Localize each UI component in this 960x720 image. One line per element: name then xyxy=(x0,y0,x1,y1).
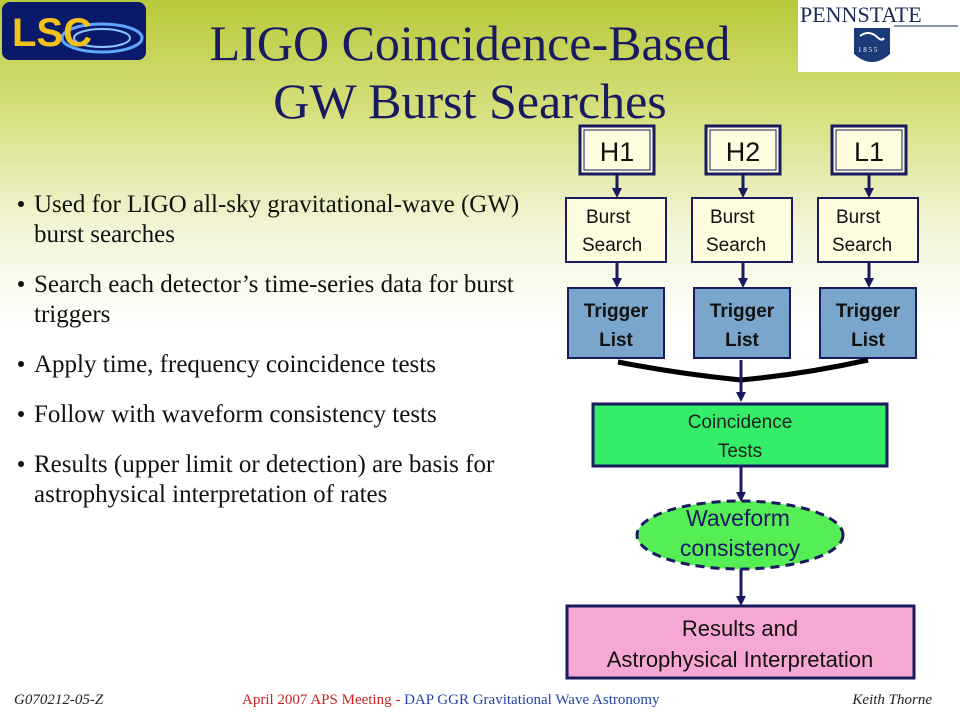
slide-title: LIGO Coincidence-Based GW Burst Searches xyxy=(150,14,790,130)
footer-meeting-part2: DAP GGR Gravitational Wave Astronomy xyxy=(404,692,660,708)
bullet-dot-icon xyxy=(18,281,24,287)
results-box: Results and Astrophysical Interpretation xyxy=(565,604,916,680)
results-label: Results and xyxy=(682,616,798,641)
burst-search-label: Search xyxy=(832,235,892,256)
burst-search-label: Burst xyxy=(836,207,881,228)
detector-box-h2: H2 xyxy=(704,124,782,176)
trigger-list-label: Trigger xyxy=(584,301,649,322)
penn-state-logo: PENNSTATE 1 8 5 5 xyxy=(798,0,960,72)
bullet-text: Follow with waveform consistency tests xyxy=(34,401,437,428)
footer-document-id: G070212-05-Z xyxy=(14,692,104,708)
waveform-consistency-ellipse: Waveform consistency xyxy=(635,499,845,571)
detector-box-l1: L1 xyxy=(830,124,908,176)
bullet-item: Used for LIGO all-sky gravitational-wave… xyxy=(16,190,524,250)
trigger-list-box-h1: Trigger List xyxy=(567,287,665,359)
burst-search-box-l1: Burst Search xyxy=(817,197,919,263)
trigger-list-label: Trigger xyxy=(710,301,775,322)
coincidence-tests-box: Coincidence Tests xyxy=(591,402,889,468)
slide-footer: G070212-05-Z April 2007 APS Meeting - DA… xyxy=(0,692,960,716)
slide-title-line-1: LIGO Coincidence-Based xyxy=(209,15,731,71)
waveform-label: Waveform xyxy=(686,505,790,531)
merge-curve xyxy=(617,357,869,383)
coincidence-label: Coincidence xyxy=(688,412,793,433)
bullet-dot-icon xyxy=(18,201,24,207)
bullet-item: Results (upper limit or detection) are b… xyxy=(16,450,554,510)
detector-label-h2: H2 xyxy=(726,137,761,167)
burst-search-label: Search xyxy=(582,235,642,256)
penn-state-logo-year: 1 8 5 5 xyxy=(858,46,878,54)
trigger-list-box-l1: Trigger List xyxy=(819,287,917,359)
bullet-text: Results (upper limit or detection) are b… xyxy=(34,451,495,508)
coincidence-label: Tests xyxy=(718,441,762,462)
bullet-dot-icon xyxy=(18,461,24,467)
bullet-item: Follow with waveform consistency tests xyxy=(16,400,556,430)
bullet-text: Apply time, frequency coincidence tests xyxy=(34,351,436,378)
bullet-item: Apply time, frequency coincidence tests xyxy=(16,350,556,380)
results-label: Astrophysical Interpretation xyxy=(607,647,874,672)
detector-label-h1: H1 xyxy=(600,137,635,167)
burst-search-label: Burst xyxy=(710,207,755,228)
trigger-list-label: List xyxy=(725,330,759,351)
slide-title-line-2: GW Burst Searches xyxy=(273,73,667,129)
bullet-text: Search each detector’s time-series data … xyxy=(34,271,514,328)
trigger-list-box-h2: Trigger List xyxy=(693,287,791,359)
detector-box-h1: H1 xyxy=(578,124,656,176)
lsc-logo: LSC xyxy=(2,2,146,60)
detector-label-l1: L1 xyxy=(854,137,884,167)
penn-state-logo-text: PENNSTATE xyxy=(800,2,922,27)
footer-author: Keith Thorne xyxy=(852,692,932,708)
burst-search-label: Burst xyxy=(586,207,631,228)
waveform-label: consistency xyxy=(680,535,801,561)
footer-meeting: April 2007 APS Meeting - DAP GGR Gravita… xyxy=(242,692,660,709)
bullet-list: Used for LIGO all-sky gravitational-wave… xyxy=(16,190,556,530)
bullet-item: Search each detector’s time-series data … xyxy=(16,270,534,330)
burst-search-box-h2: Burst Search xyxy=(691,197,793,263)
lsc-logo-text: LSC xyxy=(12,11,92,55)
bullet-dot-icon xyxy=(18,411,24,417)
trigger-list-label: Trigger xyxy=(836,301,901,322)
trigger-list-label: List xyxy=(851,330,885,351)
trigger-list-label: List xyxy=(599,330,633,351)
footer-meeting-part1: April 2007 APS Meeting - xyxy=(242,692,405,708)
burst-search-label: Search xyxy=(706,235,766,256)
bullet-text: Used for LIGO all-sky gravitational-wave… xyxy=(34,191,520,248)
burst-search-box-h1: Burst Search xyxy=(565,197,667,263)
bullet-dot-icon xyxy=(18,361,24,367)
